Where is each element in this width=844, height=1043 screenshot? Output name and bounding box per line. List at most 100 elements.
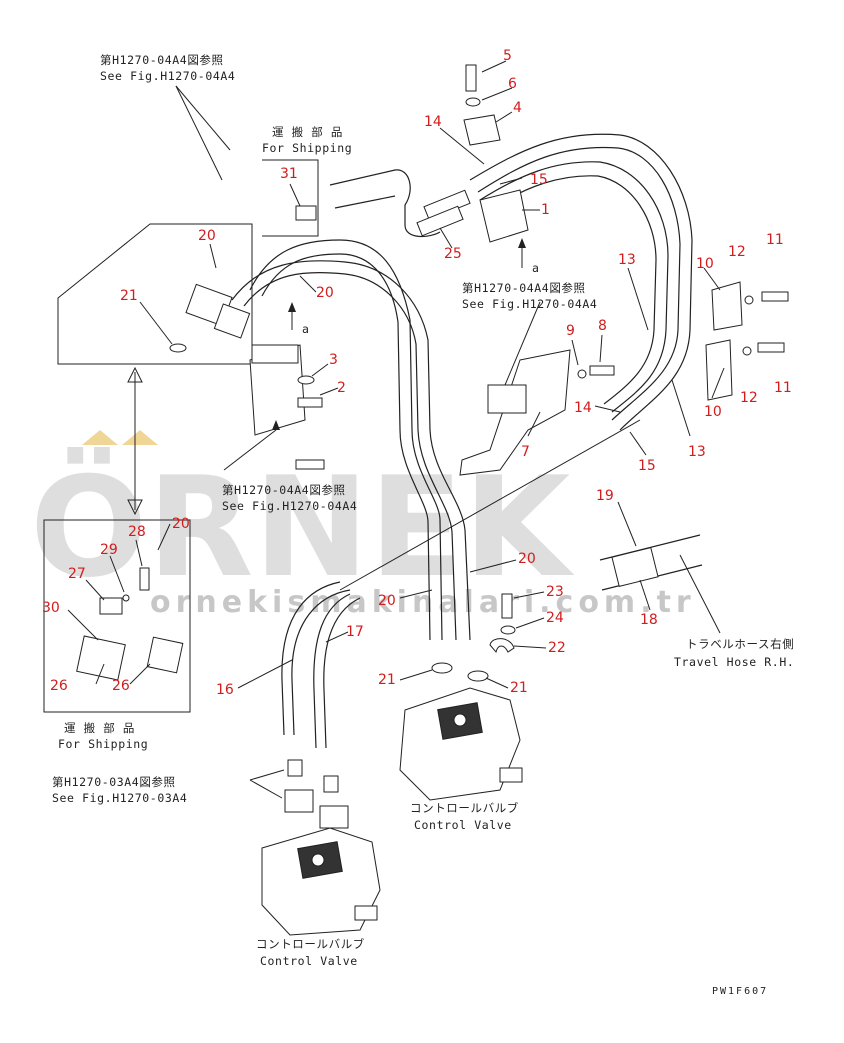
part-number-31: 31: [280, 166, 298, 182]
part-number-27: 27: [68, 566, 86, 582]
part-number-26-right: 26: [112, 678, 130, 694]
ref-left-jp: 第H1270-04A4図参照: [222, 483, 346, 497]
bolt-31: [295, 205, 317, 221]
part-number-10-lower: 10: [704, 404, 722, 420]
shipping-bottom-en: For Shipping: [58, 737, 148, 751]
watermark-url: ornekismakinalari.com.tr: [150, 585, 696, 620]
bolt-mount: [295, 459, 325, 470]
part-number-7: 7: [521, 444, 530, 460]
leader-ref-bottom-2: [249, 779, 283, 799]
watermark: ÖRNEK ornekismakinalari.com.tr: [30, 430, 696, 620]
travel-hose-en: Travel Hose R.H.: [674, 655, 794, 669]
clamp-22: [489, 638, 515, 654]
arrow-up-icon: [127, 366, 143, 383]
part-number-1: 1: [541, 202, 550, 218]
leader-ref-top-1: [175, 85, 231, 151]
part-number-25: 25: [444, 246, 462, 262]
leader-21b: [485, 677, 509, 689]
control-valve-lower-port: [311, 853, 325, 867]
part-number-4: 4: [513, 100, 522, 116]
part-number-12-lower: 12: [740, 390, 758, 406]
block-bottom-left: [284, 789, 314, 813]
hose-fitting-25b: [416, 205, 464, 237]
leader-13a: [627, 267, 649, 331]
part-number-15-upper: 15: [530, 172, 548, 188]
leader-20b: [299, 275, 317, 293]
leader-14a: [439, 127, 485, 165]
arrow-a-label-2: a: [532, 261, 540, 275]
leader-21-callout: [139, 301, 173, 345]
leader-26a: [95, 663, 105, 685]
shipping-top-en: For Shipping: [262, 141, 352, 155]
control-valve-upper-port: [453, 713, 467, 727]
bolt-2: [297, 397, 323, 408]
leader-29: [109, 555, 125, 593]
o-ring-21-callout: [169, 343, 187, 353]
leader-31: [289, 183, 301, 207]
fitting-bottom-right: [323, 775, 339, 793]
pipe-20-inner-wall: [243, 271, 457, 641]
components: [76, 64, 789, 829]
part-number-17: 17: [346, 624, 364, 640]
leader-19: [617, 501, 637, 547]
part-number-6: 6: [508, 76, 517, 92]
ref-mid-en: See Fig.H1270-04A4: [462, 297, 597, 311]
leader-15b: [629, 431, 647, 456]
shipping-bottom-jp: 運 搬 部 品: [64, 721, 135, 735]
clamp-plate-left: [251, 344, 299, 364]
leader-13b: [671, 379, 691, 437]
leader-ref-left: [223, 429, 277, 471]
flange-26-right: [146, 636, 184, 674]
leader-14b: [594, 405, 621, 413]
watermark-brand: ÖRNEK: [30, 447, 575, 608]
o-ring-21-left: [431, 662, 453, 674]
hose-clamp-19: [611, 547, 659, 587]
bracket-1: [479, 189, 529, 243]
washer-12-upper: [744, 295, 754, 305]
callout-box-upper: [57, 223, 253, 365]
callout-boxes: [43, 159, 319, 713]
part-number-20-left: 20: [378, 593, 396, 609]
leader-22: [513, 645, 547, 649]
leader-24: [515, 617, 545, 629]
part-number-11-upper: 11: [766, 232, 784, 248]
fitting-bottom-left: [287, 759, 303, 777]
part-number-21-callout: 21: [120, 288, 138, 304]
leader-10a: [703, 267, 721, 291]
clamp-10-upper: [711, 281, 743, 331]
leader-28: [135, 539, 143, 567]
part-number-13-lower: 13: [688, 444, 706, 460]
part-number-29: 29: [100, 542, 118, 558]
bolt-5: [465, 64, 477, 92]
part-number-14-lower: 14: [574, 400, 592, 416]
leader-6: [481, 87, 513, 101]
leader-25: [439, 227, 453, 249]
leader-7: [527, 411, 541, 437]
part-number-9: 9: [566, 323, 575, 339]
part-number-11-lower: 11: [774, 380, 792, 396]
part-number-13-upper: 13: [618, 252, 636, 268]
pipe-15-upper: [469, 133, 693, 431]
flange-callout-lower: [213, 303, 251, 339]
leader-21a: [399, 669, 433, 681]
callout-box-lower: [43, 519, 191, 713]
reference-notes: 第H1270-04A4図参照 See Fig.H1270-04A4 第H1270…: [52, 53, 597, 805]
control-valve-lower-spool: [354, 905, 378, 921]
leader-10b: [711, 367, 725, 399]
part-number-22: 22: [548, 640, 566, 656]
leader-9: [571, 339, 579, 366]
leader-8: [599, 334, 603, 363]
part-number-20-callout: 20: [198, 228, 216, 244]
part-number-5: 5: [503, 48, 512, 64]
part-number-26-left: 26: [50, 678, 68, 694]
part-number-20-callout-lower: 20: [172, 516, 190, 532]
part-number-19: 19: [596, 488, 614, 504]
pipe-diagonal-leader: [339, 419, 641, 591]
washer-24: [500, 625, 516, 635]
part-number-10-upper: 10: [696, 256, 714, 272]
arrow-a-head-1-icon: [288, 302, 296, 312]
pipe-14-upper-wall: [487, 175, 657, 405]
leader-20c: [157, 523, 171, 551]
travel-hose-jp: トラベルホース右側: [686, 637, 794, 651]
